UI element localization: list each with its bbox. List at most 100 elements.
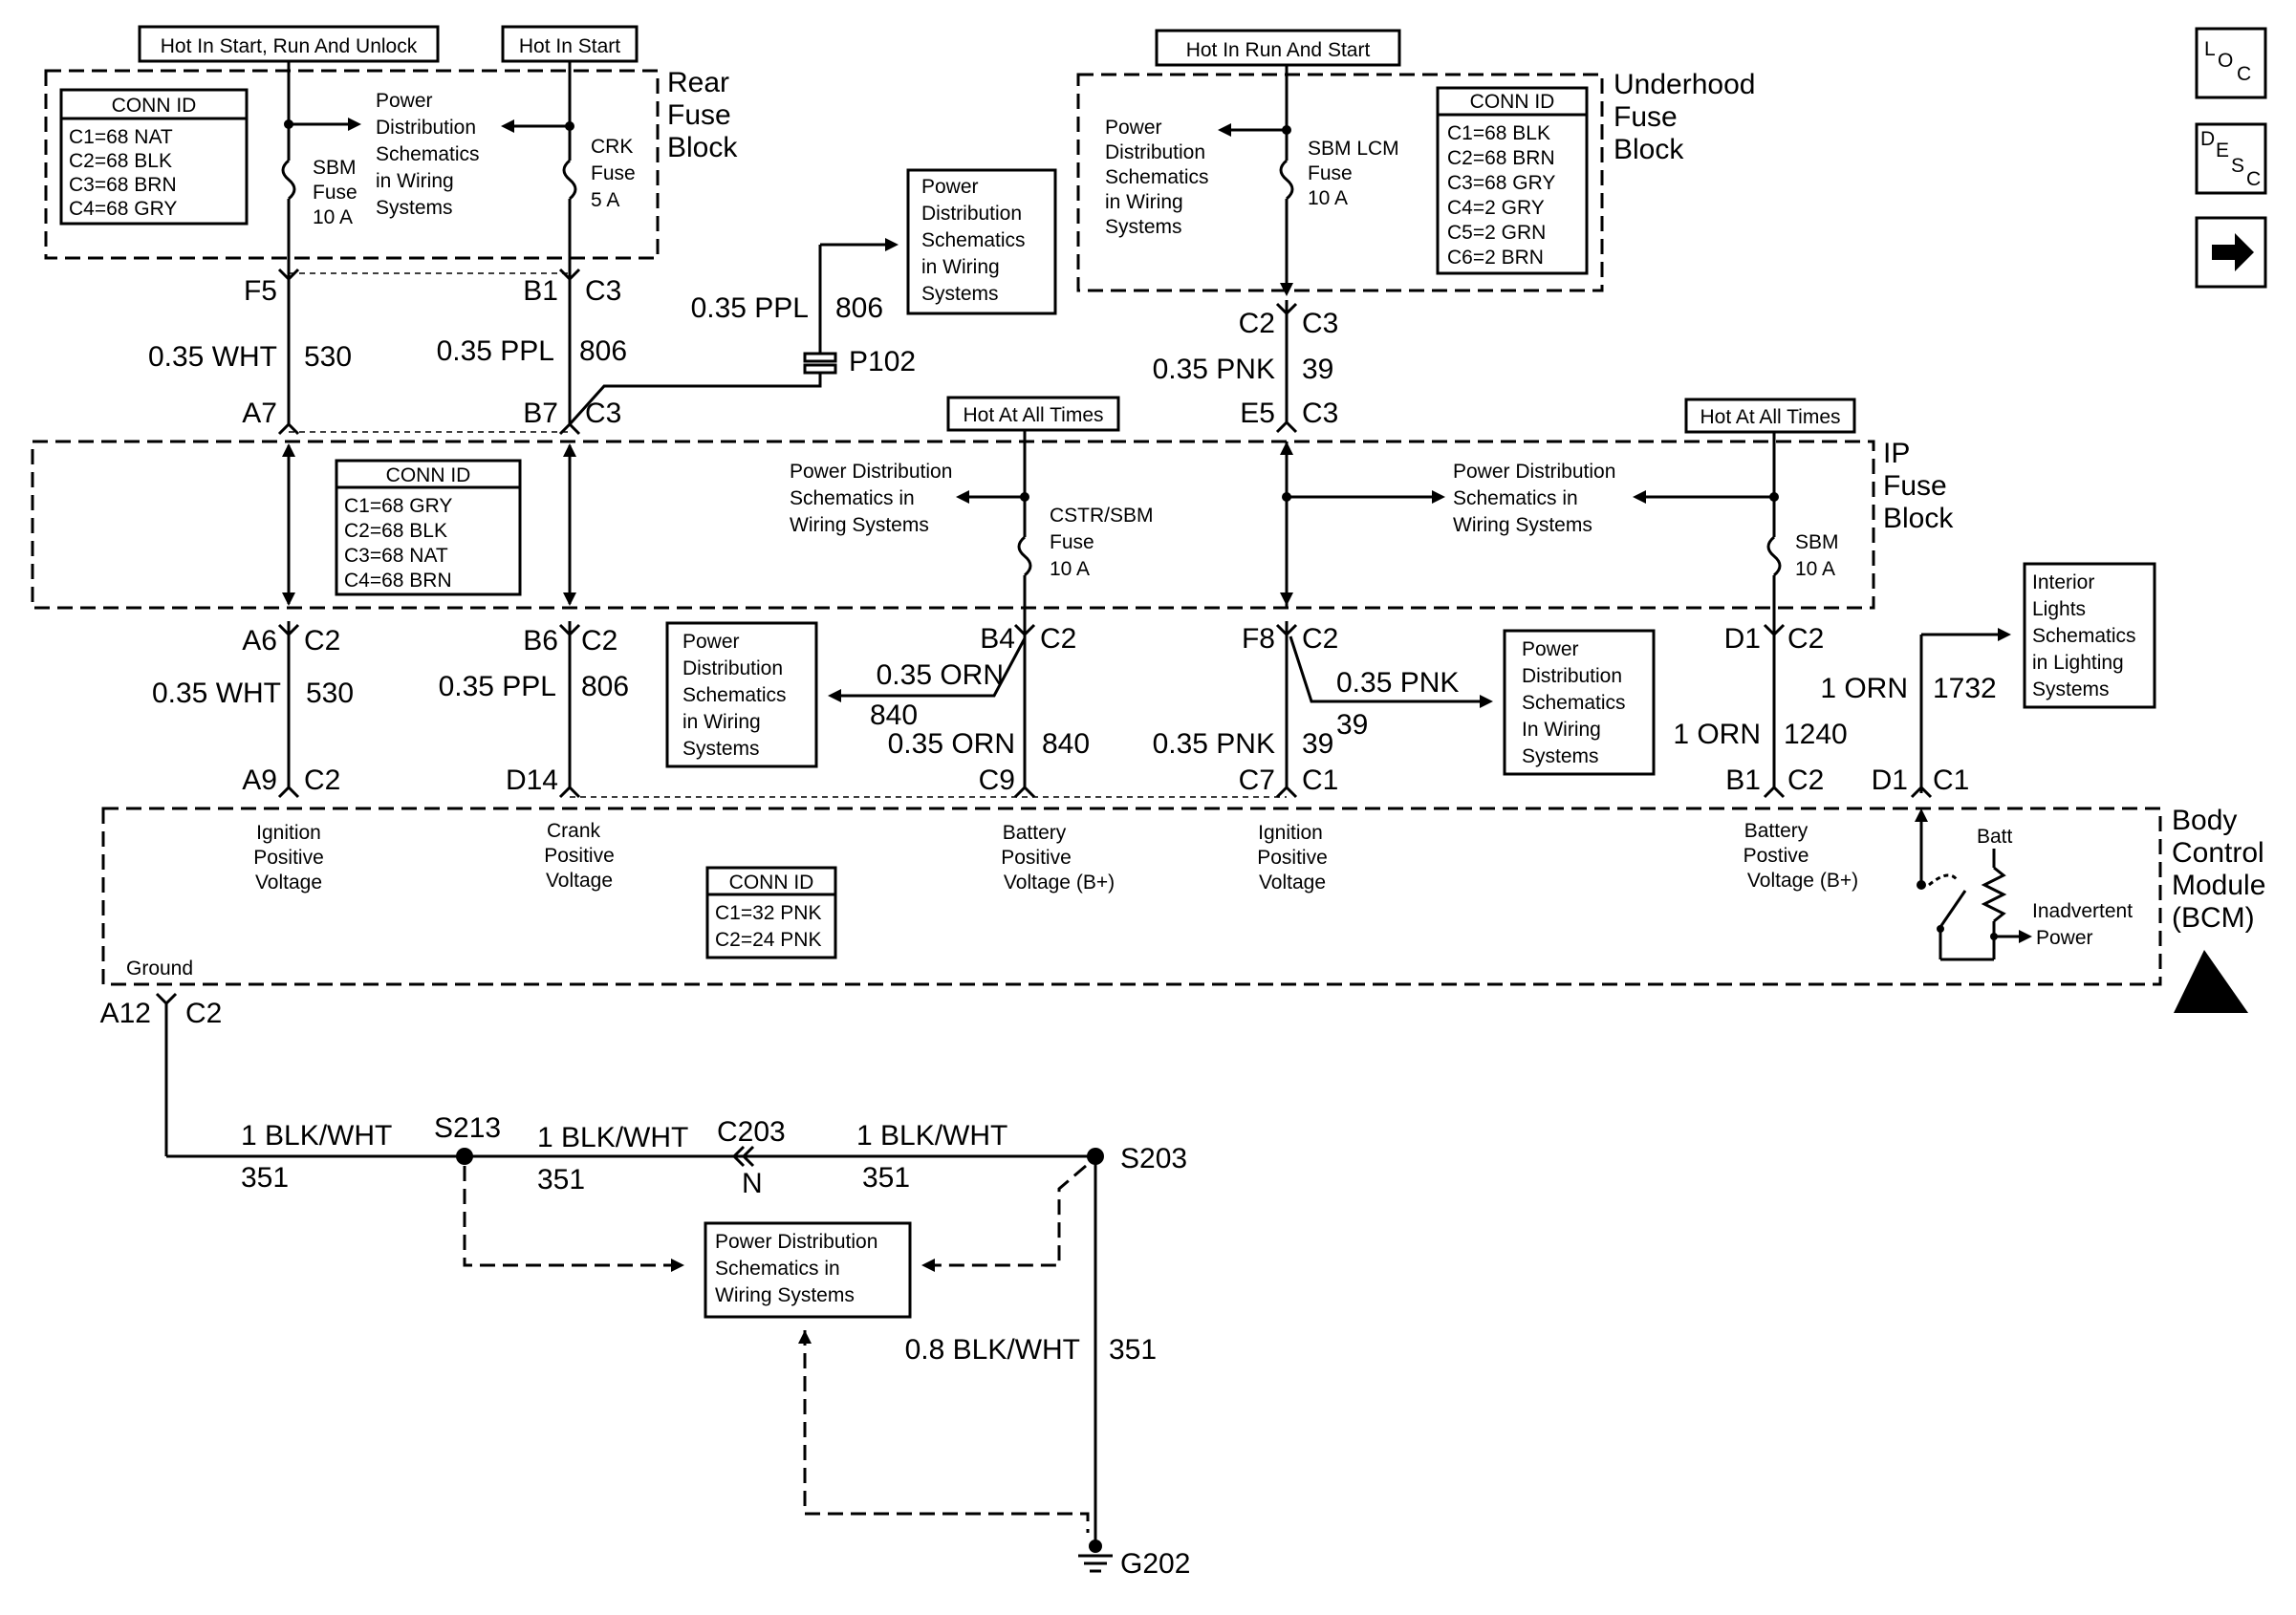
pin-c7: C7 [1239, 764, 1275, 796]
interior-ref-text: in Lighting [2032, 652, 2124, 674]
cstr-sbm-fuse-rating: 10 A [1050, 558, 1090, 580]
pin-b1-connector: C3 [585, 275, 621, 307]
bcm-input-label: Voltage [255, 872, 322, 894]
bcm-input-label: Crank [547, 820, 601, 842]
pds-ref-text: Schematics [682, 684, 787, 706]
bcm-input-label: Positive [253, 847, 324, 869]
underhood-conn-id-title: CONN ID [1470, 91, 1555, 113]
bcm-input-label: Voltage (B+) [1747, 870, 1858, 892]
crk-fuse-rating: 5 A [591, 189, 619, 211]
wire-circuit-1240: 1240 [1784, 719, 1848, 750]
ip-block-title-1: IP [1883, 438, 1910, 469]
bcm-input-label: Voltage (B+) [1004, 872, 1115, 894]
bcm-block: Body Control Module (BCM) Ignition Posit… [101, 805, 2265, 1013]
ip-block-title-2: Fuse [1883, 470, 1947, 502]
rear-pds-ref: Systems [376, 197, 453, 219]
pin-f8-connector: C2 [1302, 623, 1338, 655]
bcm-title-1: Body [2172, 805, 2237, 836]
pds-ref-text: Schematics [1522, 692, 1626, 714]
sbm-ip-fuse-rating: 10 A [1795, 558, 1835, 580]
ground-circuit: A12 C2 S213 1 BLK/WHT 351 1 BLK/WHT 351 … [100, 992, 1190, 1580]
rear-conn-id-row: C3=68 BRN [69, 174, 177, 196]
rear-conn-id-row: C4=68 GRY [69, 198, 177, 220]
sbm-ip-fuse-label: SBM [1795, 531, 1839, 553]
ip-fuse-block-outline [31, 440, 1875, 610]
crk-fuse-label: CRK [591, 136, 633, 158]
wire-color-840: 0.35 ORN [888, 728, 1015, 760]
pds-ref-text: Power [682, 631, 740, 653]
pds-ref-text: Systems [682, 738, 760, 760]
pin-a9-connector: C2 [304, 764, 340, 796]
rear-pds-ref: Power [376, 90, 433, 112]
pds-ref-text: Power Distribution [715, 1231, 877, 1253]
underhood-conn-id-table [1436, 86, 1589, 275]
wire-color-530: 0.35 WHT [148, 341, 277, 373]
pin-b4: B4 [980, 623, 1015, 655]
ip-conn-id-title: CONN ID [386, 464, 471, 486]
hot-in-start-label: Hot In Start [519, 35, 620, 57]
wire-circuit-806-bot: 806 [581, 671, 629, 702]
pds-ref-text: Systems [1522, 745, 1599, 767]
bcm-input-label: Postive [1744, 845, 1809, 867]
pin-uh-c3: C3 [1302, 308, 1338, 339]
pin-c9: C9 [979, 764, 1015, 796]
wire-circuit-39-bot: 39 [1302, 728, 1333, 760]
pin-d14: D14 [506, 764, 558, 796]
interior-ref-text: Interior [2032, 571, 2094, 593]
hot-all-times-box-2 [1684, 398, 1856, 434]
pds-ref-text: In Wiring [1522, 719, 1601, 741]
connector-c203-n: N [742, 1168, 763, 1199]
rear-pds-ref: Distribution [376, 117, 476, 139]
wire-circuit-530-bot: 530 [306, 678, 354, 709]
desc-icon-letter: S [2231, 155, 2244, 177]
pin-b6: B6 [523, 625, 558, 657]
sbm-fuse-rating: 10 A [313, 206, 353, 228]
splice-s213: S213 [434, 1112, 501, 1144]
pds-ref-box [906, 168, 1057, 315]
desc-icon[interactable] [2195, 122, 2267, 195]
wire-circuit-1732: 1732 [1933, 673, 1997, 704]
upper-wires: F5 0.35 WHT 530 A7 B1 C3 0.35 PPL 806 B7… [148, 238, 1338, 436]
underhood-conn-id-row: C4=2 GRY [1447, 197, 1545, 219]
bcm-conn-id-row: C2=24 PNK [715, 929, 821, 951]
ip-pds-ref-left: Schematics in [790, 487, 915, 509]
pds-ref-text: Distribution [682, 657, 783, 679]
ground-wire-color: 1 BLK/WHT [537, 1122, 688, 1153]
loc-icon[interactable] [2195, 27, 2267, 99]
bcm-ground-label: Ground [126, 958, 193, 980]
rear-conn-id-row: C1=68 NAT [69, 126, 173, 148]
sbm-fuse-label: SBM [313, 157, 357, 179]
ground-wire-circuit: 351 [1109, 1334, 1157, 1366]
wire-color-39: 0.35 PNK [1153, 354, 1275, 385]
wire-circuit-39-branch: 39 [1336, 709, 1368, 741]
pin-p102: P102 [849, 346, 916, 377]
pin-uh-c2: C2 [1239, 308, 1275, 339]
nav-icons: L O C D E S C [2195, 27, 2267, 289]
desc-icon-letter: C [2246, 168, 2261, 190]
interior-lights-ref-box [2023, 562, 2156, 709]
wire-color-806: 0.35 PPL [437, 335, 554, 367]
pin-b1-bcm: B1 [1725, 764, 1761, 796]
wire-color-840-branch: 0.35 ORN [877, 659, 1004, 691]
rear-pds-ref: in Wiring [376, 170, 454, 192]
underhood-pds-ref: Schematics [1105, 166, 1209, 188]
underhood-fuse-block-outline [1076, 73, 1604, 292]
bcm-title-3: Module [2172, 870, 2265, 901]
pds-ref-text: Schematics [921, 229, 1026, 251]
interior-ref-text: Systems [2032, 678, 2110, 700]
wire-color-806-bot: 0.35 PPL [439, 671, 556, 702]
hot-all-times-label-2: Hot At All Times [1700, 406, 1840, 428]
ground-wire-color: 1 BLK/WHT [241, 1120, 392, 1152]
hot-in-start-box [501, 25, 639, 63]
wire-circuit-39: 39 [1302, 354, 1333, 385]
wire-circuit-806: 806 [579, 335, 627, 367]
ground-wire-color: 0.8 BLK/WHT [905, 1334, 1080, 1366]
underhood-conn-id-row: C5=2 GRN [1447, 222, 1546, 244]
ground-wire-circuit: 351 [241, 1162, 289, 1194]
pds-ref-text: Distribution [921, 203, 1022, 225]
ip-pds-ref-left: Power Distribution [790, 461, 952, 483]
ip-pds-ref-right: Power Distribution [1453, 461, 1615, 483]
pin-b1-bcm-connector: C2 [1787, 764, 1824, 796]
bcm-input-label: Voltage [1259, 872, 1326, 894]
underhood-block-title-2: Fuse [1614, 101, 1678, 133]
